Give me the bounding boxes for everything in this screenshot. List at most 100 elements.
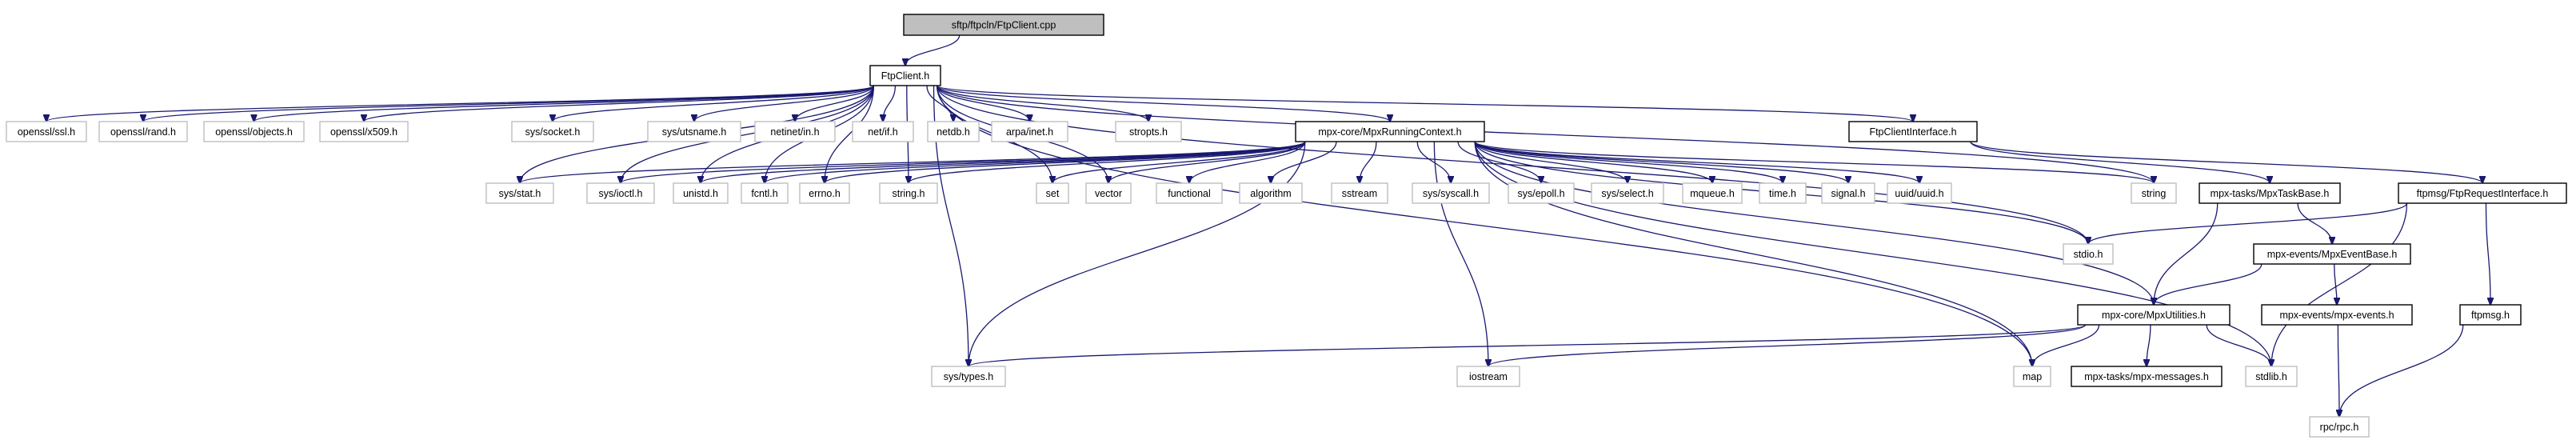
node-root[interactable]: sftp/ftpcln/FtpClient.cpp (903, 14, 1104, 36)
node-box (673, 182, 729, 204)
node-label: mpx-events/MpxEventBase.h (2267, 249, 2398, 260)
node-box (903, 14, 1104, 36)
node-netdb: netdb.h (927, 121, 980, 142)
node-box (1239, 182, 1303, 204)
node-sys-ioctl: sys/ioctl.h (586, 182, 655, 204)
edge-ftp_request_iface-to-stdlib (2271, 202, 2408, 366)
node-mpx-utilities[interactable]: mpx-core/MpxUtilities.h (2077, 304, 2231, 326)
node-fcntl: fcntl.h (741, 182, 789, 204)
edge-mpx_running-to-time_h (1474, 141, 1783, 183)
edge-mpx_running-to-iostream (1433, 141, 1488, 366)
node-label: mpx-events/mpx-events.h (2279, 310, 2394, 321)
node-label: FtpClientInterface.h (1869, 126, 1956, 138)
node-label: stropts.h (1129, 126, 1168, 138)
edge-mpx_running-to-sys_stat (520, 141, 1306, 183)
edge-ftpclient_h-to-mpx_running (936, 85, 1390, 122)
node-box (852, 121, 914, 142)
node-sys-stat: sys/stat.h (485, 182, 554, 204)
edge-mpx_taskbase-to-mpx_utilities (2154, 202, 2219, 305)
node-box (2261, 304, 2413, 326)
node-label: mpx-core/MpxUtilities.h (2102, 310, 2206, 321)
node-box (1036, 182, 1069, 204)
edge-ftpclient_h-to-sys_ioctl (621, 85, 875, 183)
node-box (647, 121, 741, 142)
node-mpx-messages[interactable]: mpx-tasks/mpx-messages.h (2071, 366, 2223, 387)
edge-mpx_running-to-sys_epoll (1457, 141, 1541, 183)
node-net-if: net/if.h (852, 121, 914, 142)
node-box (1115, 121, 1182, 142)
node-openssl-rand: openssl/rand.h (98, 121, 188, 142)
node-label: FtpClient.h (881, 70, 929, 82)
node-label: ftpmsg/FtpRequestInterface.h (2417, 188, 2549, 199)
node-sys-types: sys/types.h (931, 366, 1006, 387)
node-signal-h: signal.h (1821, 182, 1875, 204)
edge-ftpclient_h-to-openssl_rand (143, 85, 875, 122)
node-box (1682, 182, 1743, 204)
edge-ftpclient_h-to-arpa_inet (936, 85, 1030, 122)
node-functional: functional (1156, 182, 1223, 204)
node-label: arpa/inet.h (1006, 126, 1053, 138)
node-box (1887, 182, 1952, 204)
edge-mpx_running-to-sstream (1360, 141, 1377, 183)
node-label: sys/types.h (944, 371, 994, 382)
node-ftpclient-h[interactable]: FtpClient.h (869, 65, 941, 86)
node-box (2398, 182, 2567, 204)
node-label: net/if.h (868, 126, 898, 138)
node-sys-utsname: sys/utsname.h (647, 121, 741, 142)
node-label: iostream (1469, 371, 1508, 382)
edge-mpx_running-to-set (1052, 141, 1306, 183)
node-box (1759, 182, 1807, 204)
node-mpx-running[interactable]: mpx-core/MpxRunningContext.h (1295, 121, 1485, 142)
node-box (511, 121, 594, 142)
node-label: openssl/ssl.h (18, 126, 75, 138)
node-label: sftp/ftpcln/FtpClient.cpp (952, 20, 1056, 31)
node-box (869, 65, 941, 86)
node-ftpclient-iface[interactable]: FtpClientInterface.h (1848, 121, 1978, 142)
node-label: openssl/x509.h (330, 126, 397, 138)
node-label: unistd.h (683, 188, 718, 199)
node-box (2459, 304, 2522, 326)
edge-ftpclient_h-to-stdio (936, 85, 2088, 244)
node-mpx-events[interactable]: mpx-events/mpx-events.h (2261, 304, 2413, 326)
node-algorithm: algorithm (1239, 182, 1303, 204)
node-box (1456, 366, 1520, 387)
node-label: uuid/uuid.h (1895, 188, 1943, 199)
node-label: mpx-core/MpxRunningContext.h (1318, 126, 1461, 138)
node-label: openssl/objects.h (215, 126, 293, 138)
node-label: openssl/rand.h (110, 126, 176, 138)
node-stropts: stropts.h (1115, 121, 1182, 142)
node-box (931, 366, 1006, 387)
edges-layer (46, 34, 2490, 417)
node-iostream: iostream (1456, 366, 1520, 387)
node-map: map (2013, 366, 2051, 387)
node-ftpmsg-h[interactable]: ftpmsg.h (2459, 304, 2522, 326)
node-label: sstream (1342, 188, 1377, 199)
node-label: sys/stat.h (499, 188, 541, 199)
node-box (754, 121, 836, 142)
node-box (1085, 182, 1132, 204)
edge-mpx_running-to-mpx_utilities (1474, 141, 2154, 305)
edge-ftp_request_iface-to-stdio (2088, 202, 2408, 244)
node-label: fcntl.h (751, 188, 777, 199)
node-box (799, 182, 850, 204)
node-label: set (1046, 188, 1060, 199)
node-ftp-request-iface[interactable]: ftpmsg/FtpRequestInterface.h (2398, 182, 2567, 204)
node-mpx-eventbase[interactable]: mpx-events/MpxEventBase.h (2253, 243, 2411, 265)
node-sys-syscall: sys/syscall.h (1412, 182, 1490, 204)
edge-ftpclient_iface-to-ftp_request_iface (1970, 141, 2482, 183)
node-label: string.h (893, 188, 925, 199)
node-label: mqueue.h (1690, 188, 1735, 199)
edge-mpx_utilities-to-sys_types (968, 324, 2087, 366)
edge-mpx_running-to-string_h (909, 141, 1306, 183)
node-netinet-in: netinet/in.h (754, 121, 836, 142)
node-mpx-taskbase[interactable]: mpx-tasks/MpxTaskBase.h (2199, 182, 2341, 204)
node-label: netdb.h (937, 126, 970, 138)
node-box (98, 121, 188, 142)
node-string-h: string.h (879, 182, 938, 204)
node-sys-epoll: sys/epoll.h (1508, 182, 1575, 204)
edge-mpx_running-to-uuid (1474, 141, 1919, 183)
node-box (586, 182, 655, 204)
node-label: map (2023, 371, 2042, 382)
